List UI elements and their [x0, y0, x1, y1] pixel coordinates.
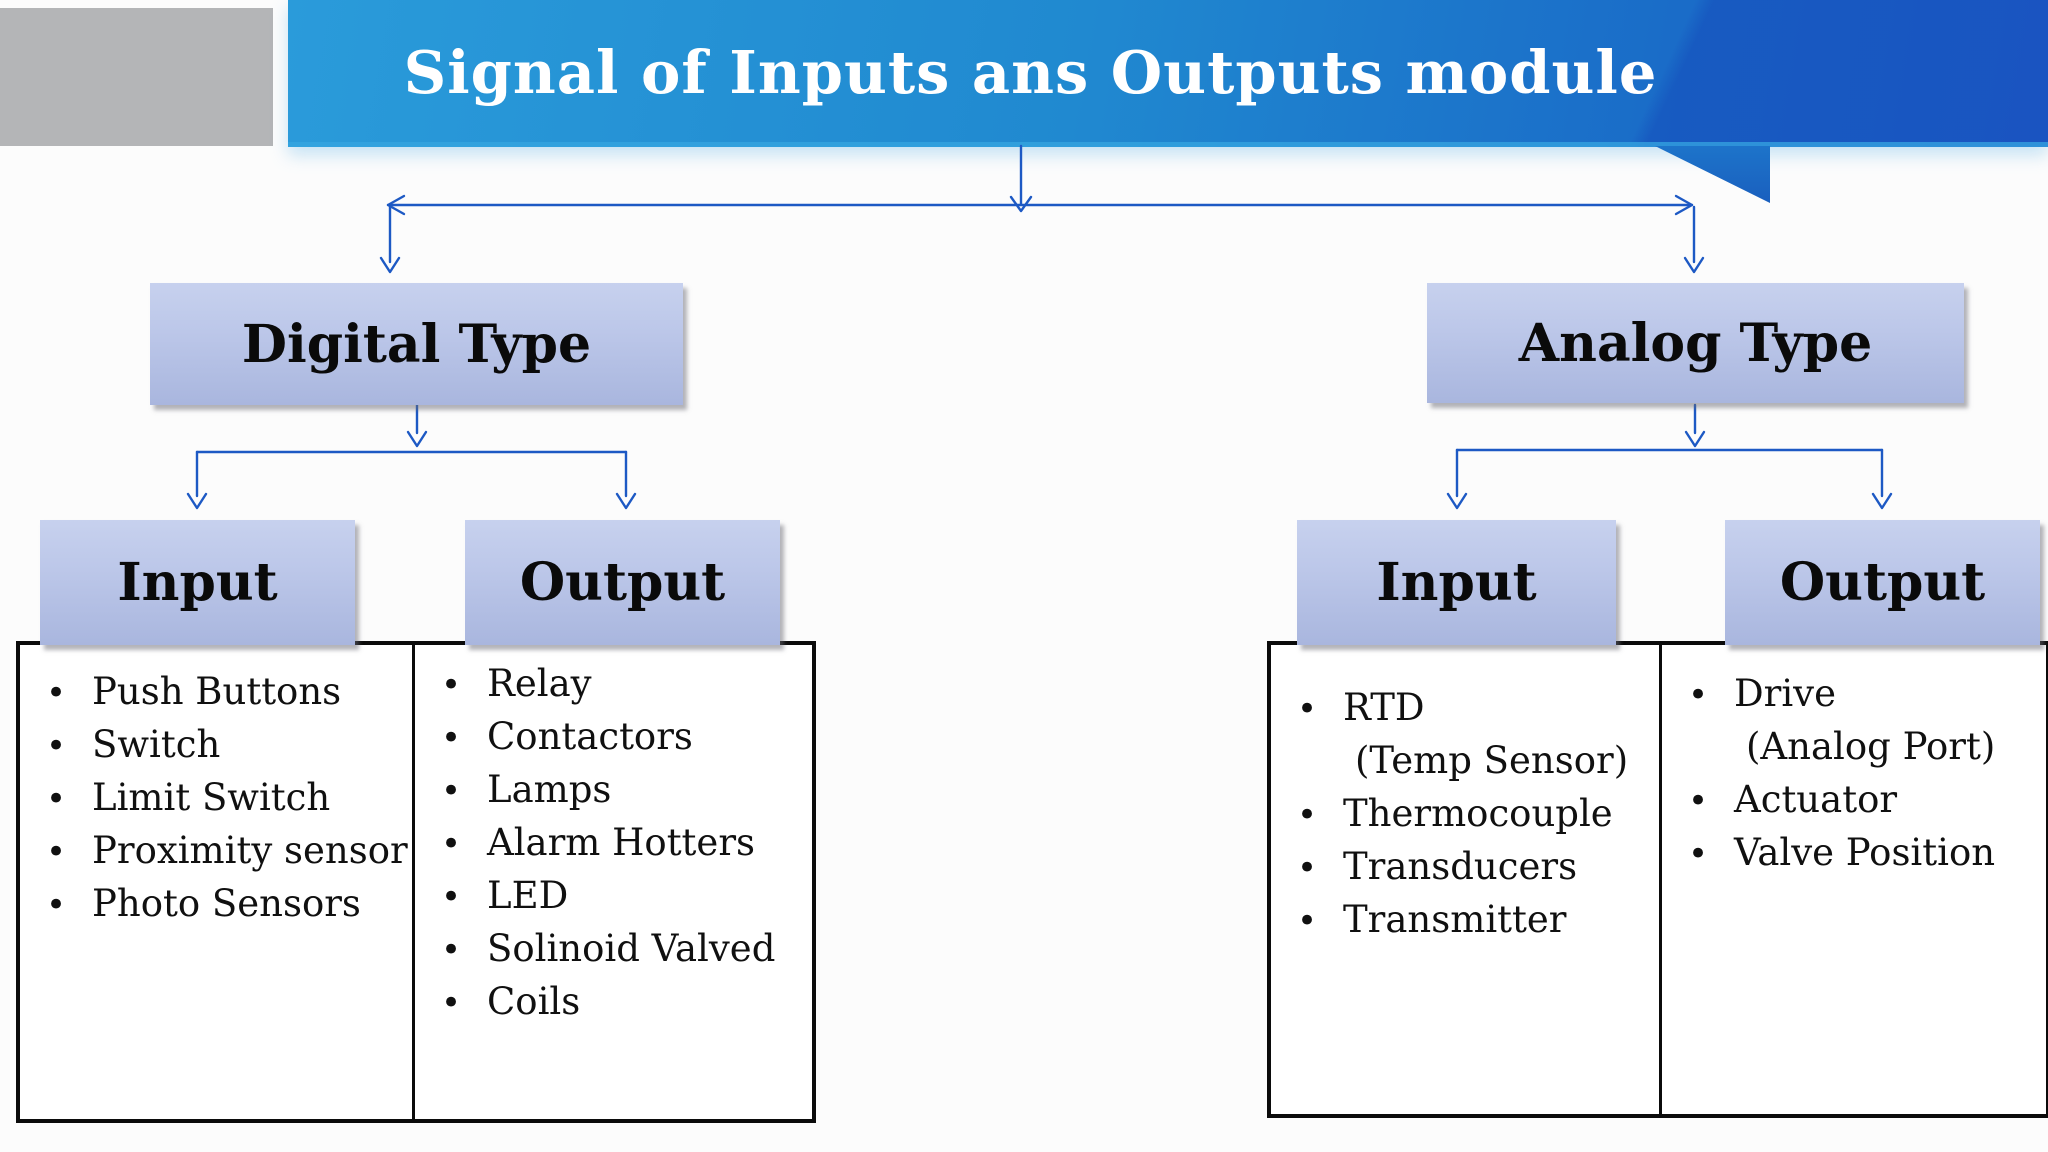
bullet-dot-icon: •	[1688, 834, 1709, 874]
analog-type-box: Analog Type	[1427, 283, 1964, 403]
list-item: • Drive	[1662, 667, 2039, 720]
bullet-dot-icon: •	[46, 885, 67, 925]
list-item: • Thermocouple	[1271, 787, 1659, 840]
digital-output-box: Output	[465, 520, 780, 645]
list-item-label: Contactors	[487, 715, 693, 758]
list-item-label: Proximity sensor	[92, 829, 408, 872]
list-item-label: Coils	[487, 980, 581, 1023]
bullet-dot-icon: •	[46, 673, 67, 713]
banner-tail-shape	[1655, 146, 1770, 203]
list-item: • Switch	[20, 718, 412, 771]
bullet-dot-icon: •	[441, 983, 462, 1023]
bullet-dot-icon: •	[441, 771, 462, 811]
list-item: • Proximity sensor	[20, 824, 412, 877]
list-item: • Relay	[415, 657, 804, 710]
list-item-label: Relay	[487, 662, 592, 705]
list-item: • Transmitter	[1271, 893, 1659, 946]
analog-lists-panel: • RTD (Temp Sensor) • Thermocouple • Transduce…	[1267, 641, 2048, 1118]
bullet-dot-icon: •	[441, 877, 462, 917]
list-item: • LED	[415, 869, 804, 922]
digital-input-list: • Push Buttons • Switch • Limit Switch • Proxim…	[20, 645, 412, 1119]
digital-input-box: Input	[40, 520, 355, 645]
list-item-label: Transducers	[1343, 845, 1578, 888]
bullet-dot-icon: •	[441, 824, 462, 864]
list-item: • Limit Switch	[20, 771, 412, 824]
list-item-label: Push Buttons	[92, 670, 342, 713]
bullet-dot-icon: •	[1688, 781, 1709, 821]
list-item: • Alarm Hotters	[415, 816, 804, 869]
digital-lists-panel: • Push Buttons • Switch • Limit Switch • Proxim…	[16, 641, 816, 1123]
list-item: • Photo Sensors	[20, 877, 412, 930]
analog-output-list: • Drive (Analog Port) • Actuator • Valve Posit…	[1659, 645, 2039, 1114]
title-banner: Signal of Inputs ans Outputs module	[288, 0, 2048, 147]
list-item-label: Solinoid Valved	[487, 927, 776, 970]
bullet-dot-icon: •	[441, 665, 462, 705]
list-item: • Lamps	[415, 763, 804, 816]
list-item-label: RTD	[1343, 686, 1425, 729]
list-item: • Solinoid Valved	[415, 922, 804, 975]
bullet-dot-icon: •	[1297, 848, 1318, 888]
digital-output-list: • Relay • Contactors • Lamps • Alarm Hotters • LE…	[412, 645, 804, 1119]
list-item-label: Alarm Hotters	[487, 821, 755, 864]
list-item: • Actuator	[1662, 773, 2039, 826]
list-item: • Coils	[415, 975, 804, 1028]
analog-output-box: Output	[1725, 520, 2040, 645]
list-item: • Push Buttons	[20, 665, 412, 718]
bullet-dot-icon: •	[46, 726, 67, 766]
bullet-dot-icon: •	[46, 832, 67, 872]
list-item-label: Actuator	[1734, 778, 1898, 821]
list-item: • Contactors	[415, 710, 804, 763]
list-item-label: (Analog Port)	[1746, 725, 1996, 768]
list-item: • Transducers	[1271, 840, 1659, 893]
list-item-label: Valve Position	[1734, 831, 1996, 874]
bullet-dot-icon: •	[1688, 675, 1709, 715]
list-item-label: LED	[487, 874, 569, 917]
bullet-dot-icon: •	[1297, 795, 1318, 835]
list-item: • RTD	[1271, 681, 1659, 734]
digital-type-box: Digital Type	[150, 283, 683, 405]
list-item: • Valve Position	[1662, 826, 2039, 879]
page-title: Signal of Inputs ans Outputs module	[403, 38, 1658, 107]
list-item-label: Thermocouple	[1343, 792, 1613, 835]
list-item: (Analog Port)	[1662, 720, 2039, 773]
analog-input-box: Input	[1297, 520, 1616, 645]
list-item-label: Drive	[1734, 672, 1836, 715]
list-item-label: Photo Sensors	[92, 882, 361, 925]
corner-accent-rectangle	[0, 8, 273, 146]
bullet-dot-icon: •	[441, 930, 462, 970]
bullet-dot-icon: •	[1297, 689, 1318, 729]
list-item-label: (Temp Sensor)	[1355, 739, 1629, 782]
bullet-dot-icon: •	[46, 779, 67, 819]
list-item-label: Lamps	[487, 768, 612, 811]
list-item-label: Transmitter	[1343, 898, 1567, 941]
analog-input-list: • RTD (Temp Sensor) • Thermocouple • Transduce…	[1271, 645, 1659, 1114]
list-item-label: Switch	[92, 723, 221, 766]
list-item-label: Limit Switch	[92, 776, 331, 819]
list-item: (Temp Sensor)	[1271, 734, 1659, 787]
bullet-dot-icon: •	[1297, 901, 1318, 941]
bullet-dot-icon: •	[441, 718, 462, 758]
